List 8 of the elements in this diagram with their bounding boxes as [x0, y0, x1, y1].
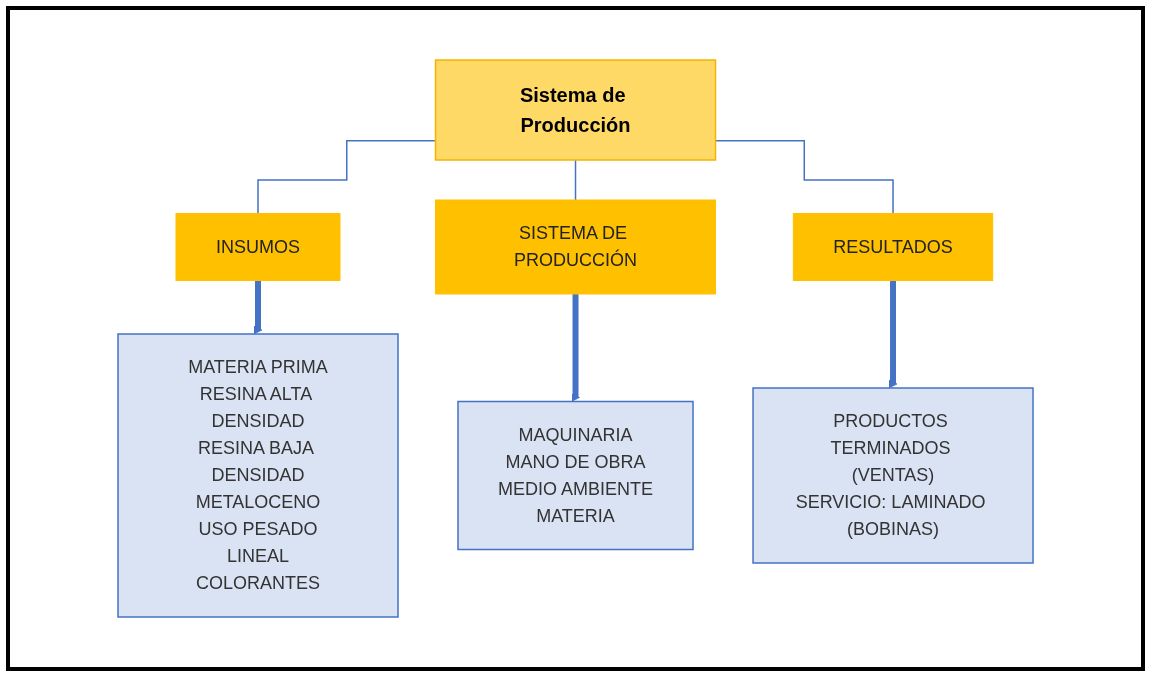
- node-box: INSUMOS: [175, 213, 341, 281]
- node-box: Sistema de Producción: [434, 59, 717, 161]
- node-box: RESULTADOS: [792, 213, 994, 281]
- node-box: SISTEMA DE PRODUCCIÓN: [435, 199, 716, 295]
- node-box: MATERIA PRIMA RESINA ALTA DENSIDAD RESINA BAJA DENSIDAD METALOCENO USO PESADO LINEAL COLORANTES: [117, 333, 399, 618]
- node-box: MAQUINARIA MANO DE OBRA MEDIO AMBIENTE MATERIA: [457, 400, 694, 551]
- connector: [574, 159, 577, 201]
- node-box: PRODUCTOS TERMINADOS (VENTAS) SERVICIO: LAMINADO (BOBINAS): [752, 387, 1034, 564]
